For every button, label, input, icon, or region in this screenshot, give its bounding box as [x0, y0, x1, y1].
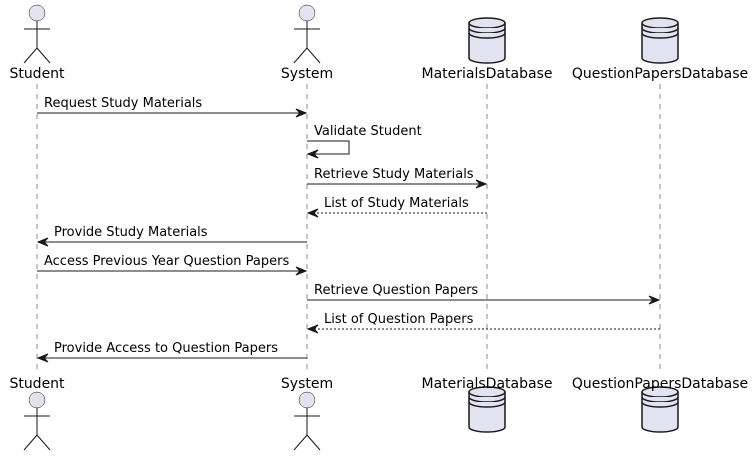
bottom-database-materials_db-rim [468, 391, 506, 398]
top-database-qp_db-rim2 [641, 27, 679, 34]
bottom-database-materials_db-rim3 [468, 401, 506, 408]
message-arrow-1 [307, 140, 350, 155]
top-actor-student-head [28, 4, 46, 22]
message-label-5: Access Previous Year Question Papers [44, 254, 289, 269]
top-participant-label-system: System [281, 66, 333, 82]
top-actor-student-left-leg [23, 47, 38, 64]
bottom-participant-label-materials_db: MaterialsDatabase [422, 376, 553, 392]
bottom-database-qp_db-rim [641, 391, 679, 398]
top-actor-system-left-leg [293, 47, 308, 64]
top-participant-label-materials_db: MaterialsDatabase [422, 66, 553, 82]
message-arrowhead-4 [36, 237, 49, 247]
message-label-8: Provide Access to Question Papers [54, 341, 278, 356]
message-label-1: Validate Student [314, 124, 422, 139]
message-label-6: Retrieve Question Papers [314, 283, 478, 298]
bottom-database-materials_db-rim2 [468, 396, 506, 403]
bottom-actor-student-head [28, 391, 46, 409]
message-arrowhead-5 [295, 266, 308, 276]
bottom-actor-system-left-leg [293, 434, 308, 451]
message-label-2: Retrieve Study Materials [314, 167, 474, 182]
message-arrowhead-7 [306, 324, 319, 334]
message-arrowhead-8 [36, 353, 49, 363]
message-arrowhead-3 [306, 208, 319, 218]
bottom-actor-system-head [298, 391, 316, 409]
message-arrowhead-6 [648, 295, 661, 305]
bottom-actor-student-left-leg [23, 434, 38, 451]
bottom-database-qp_db-rim3 [641, 401, 679, 408]
message-arrowhead-2 [475, 179, 488, 189]
top-database-qp_db-rim [641, 22, 679, 29]
bottom-database-qp_db-rim2 [641, 396, 679, 403]
bottom-participant-label-student: Student [9, 376, 65, 392]
bottom-participant-label-system: System [281, 376, 333, 392]
message-label-4: Provide Study Materials [54, 225, 208, 240]
message-arrowhead-1 [306, 149, 319, 159]
top-database-qp_db-rim3 [641, 32, 679, 39]
bottom-participant-label-qp_db: QuestionPapersDatabase [572, 376, 748, 392]
bottom-actor-system-right-leg [306, 434, 321, 451]
message-arrowhead-0 [295, 108, 308, 118]
top-database-materials_db-rim2 [468, 27, 506, 34]
top-actor-student-right-leg [36, 47, 51, 64]
bottom-actor-student-right-leg [36, 434, 51, 451]
message-label-3: List of Study Materials [324, 196, 469, 211]
top-participant-label-student: Student [9, 66, 65, 82]
top-database-materials_db-rim [468, 22, 506, 29]
top-actor-system-right-leg [306, 47, 321, 64]
message-label-7: List of Question Papers [324, 312, 474, 327]
top-actor-system-head [298, 4, 316, 22]
top-database-materials_db-rim3 [468, 32, 506, 39]
top-participant-label-qp_db: QuestionPapersDatabase [572, 66, 748, 82]
message-label-0: Request Study Materials [44, 96, 202, 111]
